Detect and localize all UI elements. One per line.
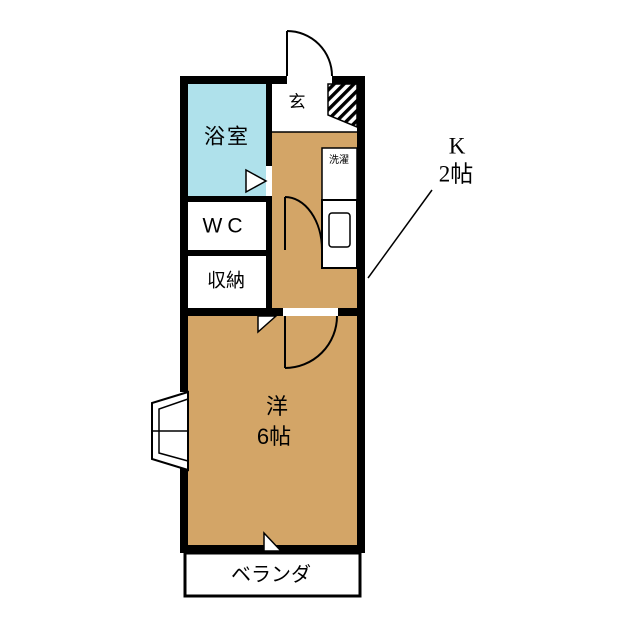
kitchen-sink [328,212,351,248]
closet-door-marker [257,315,278,334]
kitchen-leader-line [367,189,433,279]
kitchen-label-line2: 2帖 [438,161,474,187]
veranda-door-marker [263,531,283,552]
hall-door-arc [284,196,323,251]
living-door-arc [284,315,338,369]
laundry-box [321,147,358,201]
living-room-floor [188,316,357,545]
wc-label: WC [202,214,248,238]
entrance-label: 玄 [288,92,306,112]
storage-label: 収納 [206,270,246,292]
veranda-outline [183,551,362,598]
door-arcs [284,30,338,369]
kitchen-counter [321,199,358,269]
living-room-label-line2: 6帖 [256,424,292,449]
bathroom-label: 浴室 [204,125,250,149]
veranda-label: ベランダ [231,564,311,586]
living-room-label-line1: 洋 [265,394,289,419]
bay-window [151,390,189,472]
kitchen-label-line1: K [448,133,466,159]
laundry-label: 洗濯 [329,155,349,166]
entrance-door-arc [286,30,333,77]
bath-door-marker [245,168,268,194]
